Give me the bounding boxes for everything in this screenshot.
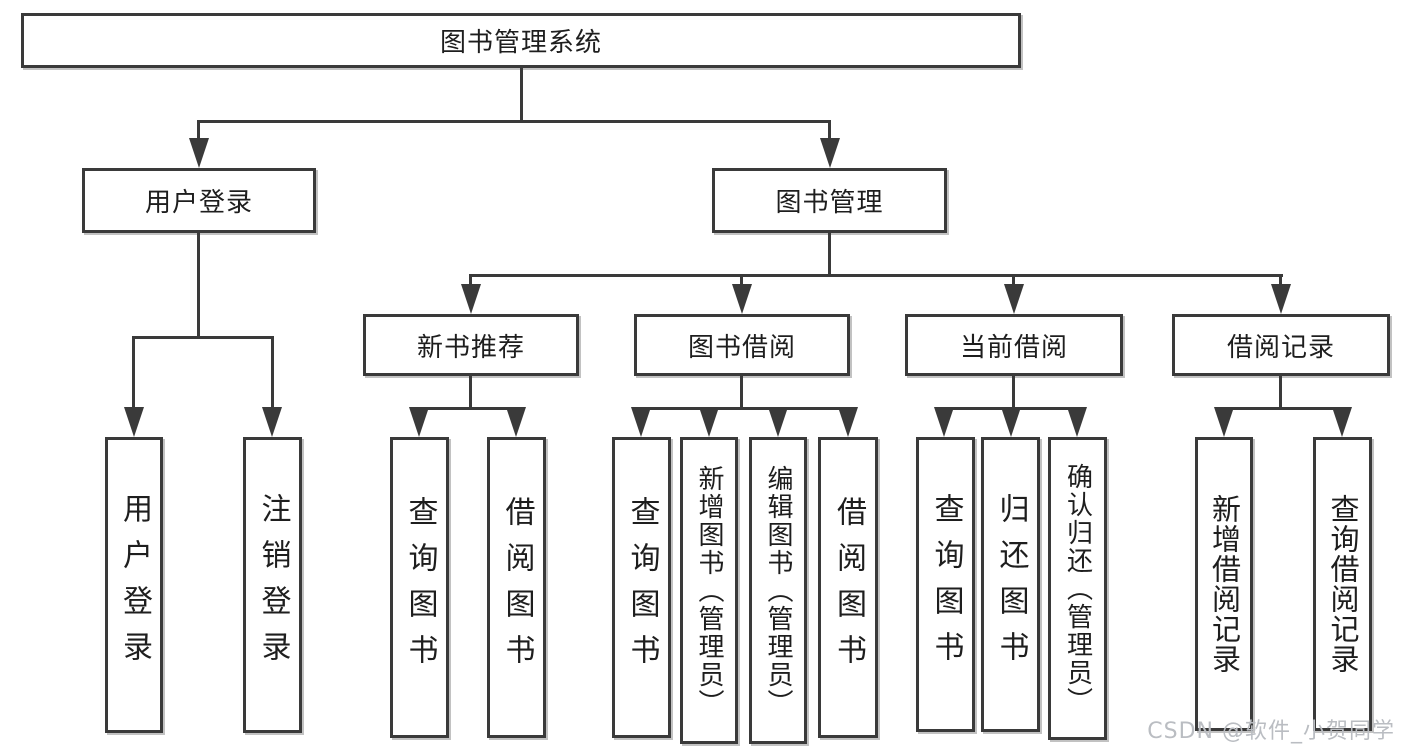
leaf-records-add-record: 新增借阅记录 [1195, 437, 1253, 731]
arrow-down-icon [1004, 284, 1024, 314]
connector-line [520, 68, 523, 120]
connector-line [740, 274, 743, 288]
arrow-down-icon [461, 284, 481, 314]
node-book-borrowing: 图书借阅 [634, 314, 850, 376]
connector-line [1222, 407, 1344, 410]
arrow-down-icon [1067, 407, 1087, 437]
leaf-current-query-book: 查询图书 [916, 437, 975, 732]
connector-line [1279, 376, 1282, 409]
connector-line [197, 120, 831, 123]
arrow-down-icon [1001, 407, 1021, 437]
connector-line [469, 274, 472, 288]
arrow-down-icon [124, 407, 144, 437]
connector-line [132, 336, 274, 339]
watermark: CSDN @软件_小贺同学 [1147, 719, 1395, 744]
connector-line [640, 407, 849, 410]
leaf-records-query-record: 查询借阅记录 [1313, 437, 1372, 731]
node-user-login: 用户登录 [82, 168, 316, 233]
arrow-down-icon [506, 407, 526, 437]
arrow-down-icon [732, 284, 752, 314]
leaf-borrowing-edit-book: 编辑图书（管理员） [749, 437, 807, 744]
leaf-borrowing-add-book: 新增图书（管理员） [680, 437, 738, 744]
arrow-down-icon [699, 407, 719, 437]
leaf-borrowing-borrow-book: 借阅图书 [818, 437, 878, 738]
arrow-down-icon [1214, 407, 1234, 437]
connector-line [1279, 274, 1282, 288]
arrow-down-icon [262, 407, 282, 437]
arrow-down-icon [189, 138, 209, 168]
leaf-current-confirm-return: 确认归还（管理员） [1048, 437, 1107, 740]
connector-line [828, 120, 831, 142]
connector-line [271, 336, 274, 411]
node-borrowing-records: 借阅记录 [1172, 314, 1390, 376]
connector-line [132, 336, 135, 411]
arrow-down-icon [631, 407, 651, 437]
arrow-down-icon [838, 407, 858, 437]
arrow-down-icon [1332, 407, 1352, 437]
node-new-book-recommend: 新书推荐 [363, 314, 579, 376]
connector-line [469, 274, 1283, 277]
arrow-down-icon [820, 138, 840, 168]
leaf-user-login: 用户登录 [105, 437, 163, 733]
leaf-current-return-book: 归还图书 [981, 437, 1040, 732]
connector-line [197, 233, 200, 338]
leaf-borrowing-query-book: 查询图书 [612, 437, 671, 738]
leaf-recommend-borrow-book: 借阅图书 [487, 437, 546, 738]
connector-line [197, 120, 200, 142]
arrow-down-icon [768, 407, 788, 437]
arrow-down-icon [409, 407, 429, 437]
connector-line [1012, 376, 1015, 409]
node-book-management: 图书管理 [712, 168, 947, 233]
node-root: 图书管理系统 [21, 13, 1021, 68]
connector-line [740, 376, 743, 409]
connector-line [1012, 274, 1015, 288]
connector-line [469, 376, 472, 409]
connector-line [828, 233, 831, 276]
node-current-borrowing: 当前借阅 [905, 314, 1123, 376]
arrow-down-icon [1271, 284, 1291, 314]
connector-line [418, 407, 519, 410]
arrow-down-icon [934, 407, 954, 437]
leaf-logout: 注销登录 [243, 437, 302, 733]
leaf-recommend-query-book: 查询图书 [390, 437, 449, 738]
